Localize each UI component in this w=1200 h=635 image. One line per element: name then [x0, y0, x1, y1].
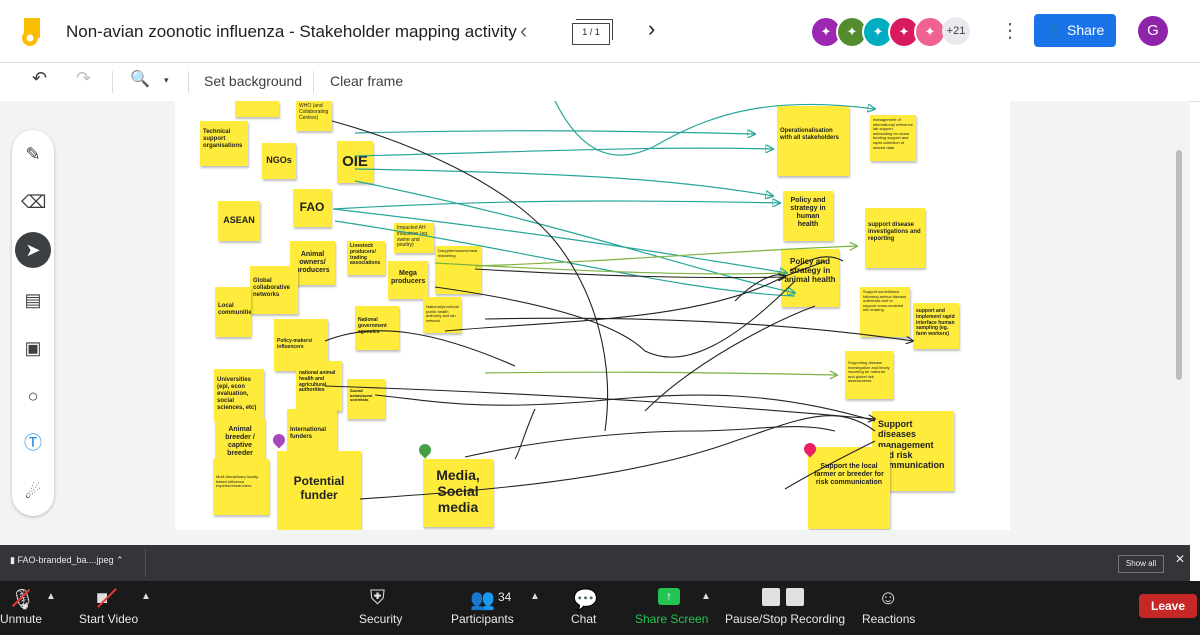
reactions-icon[interactable]: ☺ — [878, 587, 899, 609]
share-button[interactable]: 👤 Share — [1034, 14, 1116, 47]
file-icon: ▮ — [10, 555, 18, 565]
sticky-note-animal-breeder[interactable]: Animal breeder / captive breeder — [215, 419, 265, 465]
microphone-muted-icon[interactable]: 🎙 — [10, 588, 36, 611]
redo-icon[interactable]: ↷ — [76, 68, 92, 88]
jamboard-frame[interactable]: WHO (and Collaborating Centres) Technica… — [175, 101, 1010, 530]
sticky-note-support-local[interactable]: Support the local farmer or breeder for … — [808, 447, 890, 529]
sticky-note-universities[interactable]: Universities (epi, econ evaluation, soci… — [214, 369, 264, 421]
sticky-note-social-scientists[interactable]: Social/ behavioural scientists — [347, 379, 385, 419]
sticky-note-asean[interactable]: ASEAN — [218, 201, 260, 241]
collaborator-avatar[interactable]: ✦ — [914, 16, 946, 48]
zoom-dropdown-icon[interactable]: ▾ — [164, 75, 169, 85]
sticky-note-livestock[interactable]: Livestock producers/ trading association… — [347, 241, 385, 275]
pause-recording-icon[interactable] — [762, 588, 780, 606]
participants-icon[interactable]: 👥 — [470, 589, 495, 611]
sticky-note-blank[interactable] — [235, 101, 279, 117]
circle-icon[interactable]: ○ — [27, 386, 39, 406]
sticky-note-national-provincial[interactable]: National/provincial public health author… — [423, 297, 461, 333]
sticky-note-support-disease-investigations[interactable]: support disease investigations and repor… — [865, 208, 925, 268]
close-icon[interactable]: ✕ — [1175, 552, 1186, 566]
video-off-icon[interactable]: ■ — [96, 587, 117, 610]
security-button[interactable]: Security — [359, 612, 403, 626]
vertical-scrollbar[interactable] — [1176, 150, 1182, 380]
more-collaborators-badge[interactable]: +21 — [942, 17, 970, 45]
app-header: Non-avian zoonotic influenza - Stakehold… — [0, 0, 1200, 62]
account-avatar[interactable]: G — [1138, 16, 1168, 46]
sticky-note-who[interactable]: WHO (and Collaborating Centres) — [296, 101, 332, 131]
sticky-note-support-surveillance[interactable]: Support surveillance following animal di… — [860, 287, 910, 337]
recording-button[interactable]: Pause/Stop Recording — [725, 612, 846, 626]
sticky-note-management[interactable]: management of international reference la… — [870, 115, 916, 161]
frame-counter[interactable]: 1 / 1 — [572, 19, 613, 45]
leave-button[interactable]: Leave — [1139, 594, 1197, 618]
sticky-note-multidisciplinary[interactable]: Multi-disciplinary locally-based influen… — [213, 459, 269, 515]
show-all-button[interactable]: Show all — [1118, 555, 1164, 573]
meeting-controls — [0, 581, 1200, 635]
chat-icon[interactable]: 💬 — [573, 589, 598, 611]
sticky-note-potential-funder[interactable]: Potential funder — [277, 451, 361, 530]
download-filename: FAO-branded_ba....jpeg — [17, 555, 114, 565]
share-button-label: Share — [1066, 22, 1105, 38]
share-screen-icon[interactable]: ↑ — [658, 588, 680, 605]
chevron-up-icon[interactable]: ▲ — [46, 591, 56, 602]
sticky-note-operationalisation[interactable]: Operationalisation with all stakeholders — [777, 106, 849, 176]
eraser-icon[interactable]: ⌫ — [21, 192, 47, 212]
sticky-note-daughterhouse[interactable]: Daughterhouses/meat marketing — [435, 246, 481, 294]
connector-lines — [324, 101, 1010, 500]
sticky-note-international-funders[interactable]: International funders — [287, 409, 337, 453]
sticky-note-policy-animal[interactable]: Policy and strategy in animal health — [781, 249, 839, 307]
drawing-tools-panel: ✎ ⌫ ➤ ▤ ▣ ○ Ⓣ ☄ — [12, 130, 54, 516]
download-divider — [145, 549, 146, 577]
sticky-note-supporting-disease[interactable]: Supporting disease investigation and tim… — [845, 351, 893, 399]
chevron-up-icon[interactable]: ▲ — [141, 591, 151, 602]
sticky-note-icon[interactable]: ▤ — [24, 290, 42, 310]
participants-button[interactable]: Participants — [451, 612, 514, 626]
select-icon[interactable]: ➤ — [15, 232, 51, 268]
sticky-note-local[interactable]: Local communities — [215, 287, 251, 337]
set-background-button[interactable]: Set background — [204, 73, 303, 89]
chat-button[interactable]: Chat — [571, 612, 597, 626]
share-screen-button[interactable]: Share Screen — [635, 612, 709, 626]
downloaded-file[interactable]: ▮ FAO-branded_ba....jpeg ⌃ — [10, 555, 124, 566]
start-video-button[interactable]: Start Video — [79, 612, 139, 626]
image-icon[interactable]: ▣ — [24, 338, 42, 358]
clear-frame-button[interactable]: Clear frame — [330, 73, 404, 89]
unmute-button[interactable]: Unmute — [0, 612, 43, 626]
sticky-note-global[interactable]: Global collaborative networks — [250, 266, 298, 314]
previous-frame-icon[interactable]: ‹ — [520, 18, 528, 43]
sticky-note-support-rapid[interactable]: support and implement rapid interface hu… — [913, 303, 959, 349]
reactions-button[interactable]: Reactions — [862, 612, 916, 626]
sticky-note-technical[interactable]: Technical support organisations — [200, 121, 248, 166]
sticky-note-ngos[interactable]: NGOs — [262, 143, 296, 179]
laser-icon[interactable]: ☄ — [24, 482, 42, 502]
sticky-note-oie[interactable]: OIE — [337, 141, 373, 183]
pen-icon[interactable]: ✎ — [25, 144, 41, 164]
editing-toolbar: ↶ ↷ 🔍 ▾ Set background Clear frame — [0, 62, 1200, 102]
undo-icon[interactable]: ↶ — [32, 68, 48, 88]
chevron-up-icon[interactable]: ▲ — [530, 591, 540, 602]
next-frame-icon[interactable]: › — [648, 16, 656, 41]
collaborator-avatar[interactable]: ✦ — [888, 16, 920, 48]
person-add-icon: 👤 — [1045, 22, 1067, 38]
sticky-note-policy-human[interactable]: Policy and strategy in human health — [783, 191, 833, 241]
frame-counter-label: 1 / 1 — [582, 27, 600, 37]
jamboard-logo-icon — [22, 18, 40, 46]
chevron-up-icon[interactable]: ⌃ — [116, 555, 124, 565]
participant-count: 34 — [498, 590, 512, 604]
sticky-note-mega[interactable]: Mega producers — [388, 261, 428, 299]
text-box-icon[interactable]: Ⓣ — [24, 433, 42, 453]
more-options-icon[interactable]: ⋮ — [1000, 20, 1020, 42]
sticky-note-fao[interactable]: FAO — [293, 189, 331, 227]
zoom-icon[interactable]: 🔍 — [130, 71, 150, 88]
collaborator-avatar[interactable]: ✦ — [836, 16, 868, 48]
shield-icon[interactable]: ⛨ — [370, 587, 385, 609]
document-title[interactable]: Non-avian zoonotic influenza - Stakehold… — [66, 22, 517, 41]
download-bar — [0, 545, 1190, 581]
stop-recording-icon[interactable] — [786, 588, 804, 606]
chevron-up-icon[interactable]: ▲ — [701, 591, 711, 602]
